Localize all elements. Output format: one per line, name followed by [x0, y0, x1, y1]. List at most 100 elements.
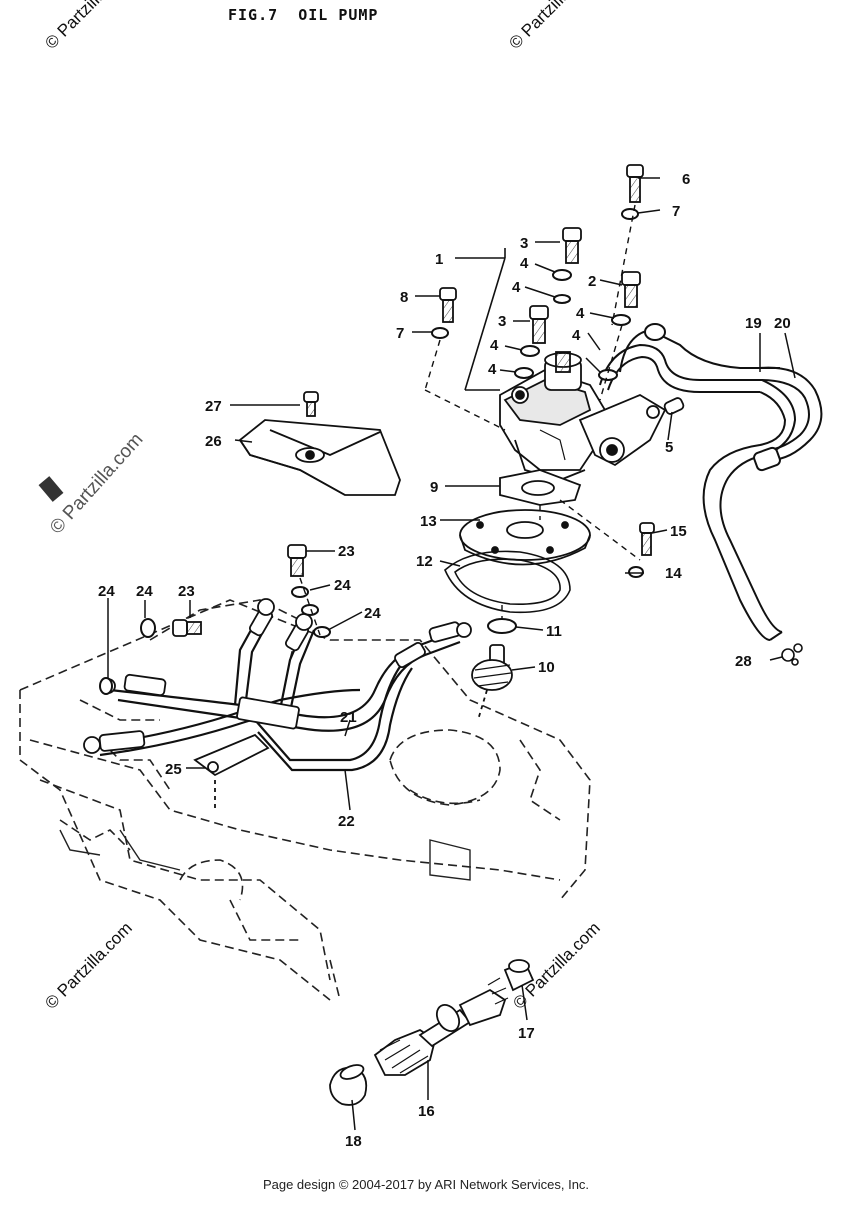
banjo-end	[456, 622, 472, 638]
callout-3: 3	[520, 235, 528, 252]
washer-4	[514, 367, 534, 379]
bolt-6	[626, 164, 644, 203]
pump-outlet-tubes	[599, 323, 780, 393]
callout-4: 4	[576, 305, 585, 322]
clamp-25	[193, 733, 270, 810]
callout-1: 1	[435, 251, 443, 268]
washer-14	[628, 566, 644, 578]
washer-4	[611, 314, 631, 326]
callout-24: 24	[334, 577, 351, 594]
callout-17: 17	[518, 1025, 535, 1042]
callout-25: 25	[165, 761, 182, 778]
washer-24	[99, 677, 113, 695]
line-clamp-block	[236, 696, 300, 730]
washer-24	[140, 618, 156, 638]
callout-23: 23	[338, 543, 355, 560]
callout-15: 15	[670, 523, 687, 540]
gear-10	[471, 644, 513, 721]
fitting	[98, 730, 146, 752]
bolt-2	[621, 271, 641, 308]
group-bracket-1	[455, 248, 506, 391]
callout-28: 28	[735, 653, 752, 670]
fitting-5	[663, 397, 685, 415]
fitting	[123, 673, 167, 697]
callout-11: 11	[546, 623, 562, 640]
exploded-axis-lines	[299, 204, 641, 636]
oil-lines	[94, 609, 461, 772]
oil-pump-body	[499, 351, 667, 481]
gasket-9	[499, 469, 582, 506]
hose-fittings	[83, 598, 472, 754]
engine-block-solid-edges	[59, 829, 471, 881]
bolt-3-lower	[529, 305, 549, 344]
hose-clip-28	[781, 643, 803, 666]
callout-19: 19	[745, 315, 762, 332]
callout-27: 27	[205, 398, 222, 415]
fitting	[394, 642, 426, 668]
pump-drive-shaft	[373, 977, 509, 1076]
callout-4: 4	[512, 279, 521, 296]
callout-4: 4	[572, 327, 581, 344]
callout-4: 4	[490, 337, 499, 354]
washer-24	[313, 626, 331, 638]
washer-4	[553, 294, 571, 304]
washers	[99, 208, 644, 695]
washer-24	[301, 604, 319, 616]
figure-title: FIG.7 OIL PUMP	[228, 6, 379, 24]
bolt-8	[439, 287, 457, 323]
callout-20: 20	[774, 315, 791, 332]
callout-3: 3	[498, 313, 506, 330]
partzilla-logo-watermark: © Partzilla.com	[38, 429, 147, 538]
bolts	[172, 164, 655, 637]
callout-labels: 1 2 3 3 4 4 4 4 4 4 5 6 7 7 8 9 10 11 12…	[98, 171, 791, 1150]
washer-4	[552, 269, 572, 281]
callout-14: 14	[665, 565, 682, 582]
gasket-12	[444, 550, 571, 614]
watermarks: © Partzilla.com © Partzilla.com © Partzi…	[41, 0, 603, 1013]
mount-plate-13	[459, 509, 591, 566]
callout-16: 16	[418, 1103, 435, 1120]
callout-24: 24	[364, 605, 381, 622]
callout-6: 6	[682, 171, 690, 188]
callout-21: 21	[340, 709, 357, 726]
watermark-text: © Partzilla.com	[505, 0, 599, 53]
callout-7: 7	[672, 203, 680, 220]
callout-7: 7	[396, 325, 404, 342]
cap-18	[329, 1064, 368, 1106]
banjo-end	[257, 598, 275, 616]
watermark-text: © Partzilla.com	[41, 918, 135, 1012]
callout-26: 26	[205, 433, 222, 450]
o-ring-11	[487, 618, 517, 634]
washer-7-upper	[621, 208, 639, 220]
callout-8: 8	[400, 289, 408, 306]
callout-22: 22	[338, 813, 355, 830]
callout-10: 10	[538, 659, 555, 676]
cover-plate-26	[238, 419, 401, 496]
partzilla-logo-icon	[38, 476, 64, 502]
bushing-17	[503, 959, 535, 992]
callout-13: 13	[420, 513, 437, 530]
leader-lines	[107, 177, 796, 1131]
banjo-end	[295, 613, 313, 631]
watermark-text: © Partzilla.com	[46, 429, 147, 538]
bolt-27	[303, 391, 319, 417]
washer-4	[598, 369, 618, 381]
washer-7-lower	[431, 327, 449, 339]
callout-4: 4	[520, 255, 529, 272]
callout-23: 23	[178, 583, 195, 600]
bolt-15	[639, 522, 655, 556]
bolt-3-upper	[562, 227, 582, 264]
callout-4: 4	[488, 361, 497, 378]
callout-9: 9	[430, 479, 438, 496]
callout-24: 24	[136, 583, 153, 600]
oil-hoses-19-20	[702, 366, 823, 641]
bolt-23-left	[172, 619, 202, 637]
watermark-text: © Partzilla.com	[41, 0, 135, 53]
callout-5: 5	[665, 439, 673, 456]
callout-12: 12	[416, 553, 433, 570]
callout-24: 24	[98, 583, 115, 600]
footer-copyright: Page design © 2004-2017 by ARI Network S…	[262, 1177, 590, 1192]
washer-4	[520, 345, 540, 357]
